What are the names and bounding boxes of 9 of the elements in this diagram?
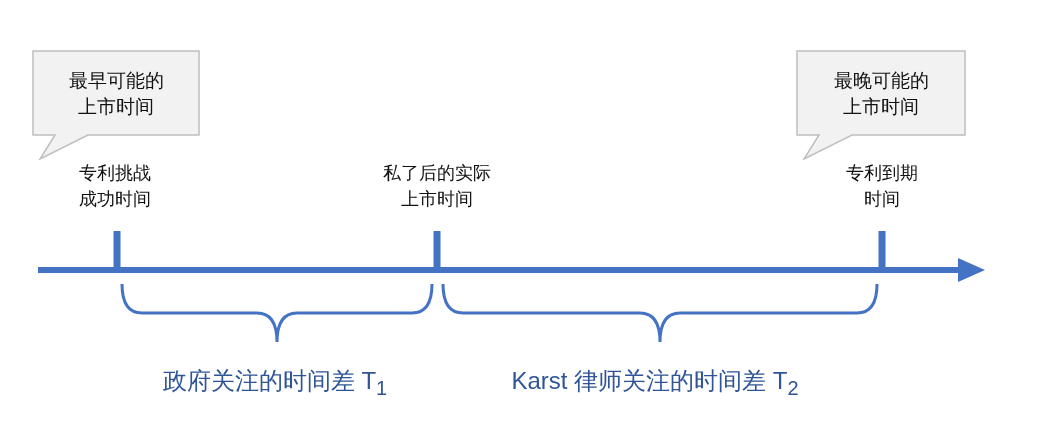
tick-label: 专利到期时间 xyxy=(846,161,918,211)
interval-label: Karst 律师关注的时间差 T$_{2}$ xyxy=(511,366,799,400)
callout-box xyxy=(32,50,200,160)
callout-box xyxy=(796,50,966,160)
interval-label: 政府关注的时间差 T$_{1}$ xyxy=(162,366,388,400)
tick-label: 专利挑战成功时间 xyxy=(79,161,151,211)
callout-text: 最早可能的上市时间 xyxy=(68,68,164,119)
tick-label: 私了后的实际上市时间 xyxy=(383,161,491,211)
callout-text: 最晚可能的上市时间 xyxy=(833,68,929,119)
